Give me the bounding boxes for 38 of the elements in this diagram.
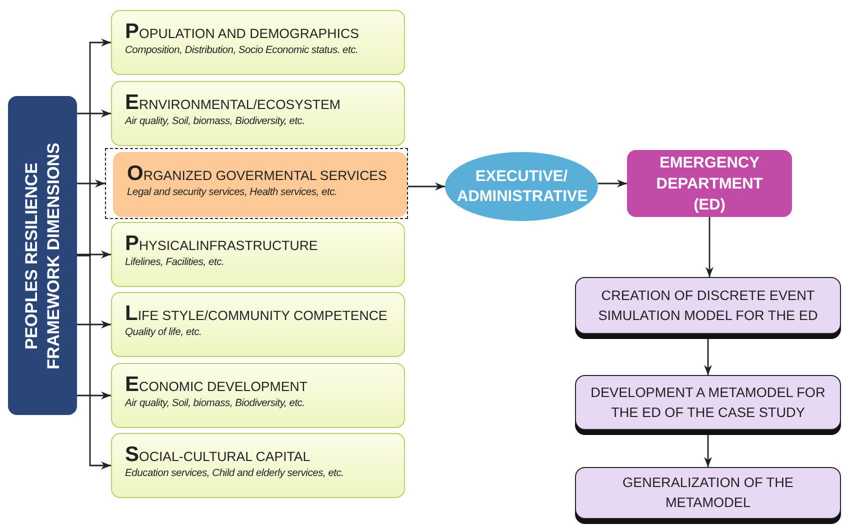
category-box	[111, 433, 405, 498]
arrow	[77, 180, 105, 188]
node-label: CREATION OF DISCRETE EVENT SIMULATION MODEL FOR THE ED	[597, 286, 819, 324]
panel-title: PEOPLES RESILIENCE FRAMEWORK DIMENSIONS	[20, 141, 64, 370]
category-examples: Legal and security services, Health services, etc.	[127, 187, 338, 198]
category-heading: ORGANIZED GOVERMENTAL SERVICES	[127, 162, 387, 186]
node-label: DEVELOPMENT A METAMODEL FOR THE ED OF THE CASE STUDY	[590, 384, 826, 422]
arrow	[77, 254, 111, 470]
ellipse-node	[445, 152, 598, 221]
category-heading: ERNVIRONMENTAL/ECOSYSTEM	[125, 91, 340, 115]
category-examples: Air quality, Soil, biomass, Biodiversity, etc.	[125, 398, 305, 409]
category-heading: PHYSICALINFRASTRUCTURE	[125, 232, 318, 256]
category-examples: Quality of life, etc.	[125, 327, 202, 338]
category-heading: POPULATION AND DEMOGRAPHICS	[125, 20, 359, 44]
arrow	[706, 217, 714, 277]
node-label: GENERALIZATION OF THE METAMODEL	[622, 474, 794, 512]
category-box	[111, 222, 405, 287]
node-label: EMERGENCY DEPARTMENT (ED)	[655, 153, 764, 215]
category-box	[111, 10, 405, 75]
category-examples: Air quality, Soil, biomass, Biodiversity, etc.	[125, 116, 305, 127]
category-heading: ECONOMIC DEVELOPMENT	[125, 373, 308, 397]
node-label: EXECUTIVE/ ADMINISTRATIVE	[456, 166, 589, 206]
category-box	[111, 363, 405, 428]
department-box	[627, 150, 792, 217]
category-examples: Composition, Distribution, Socio Economic status. etc.	[125, 45, 358, 56]
category-heading: LIFE STYLE/COMMUNITY COMPETENCE	[125, 302, 388, 326]
category-examples: Lifelines, Facilities, etc.	[125, 257, 224, 268]
arrow	[408, 182, 445, 190]
category-heading: SOCIAL-CULTURAL CAPITAL	[125, 443, 310, 467]
category-examples: Education services, Child and elderly services, etc.	[125, 468, 344, 479]
title-panel	[8, 96, 77, 415]
category-box	[111, 292, 405, 357]
arrow	[77, 110, 111, 118]
arrow	[77, 250, 111, 258]
arrow	[598, 180, 627, 188]
category-box	[111, 81, 405, 146]
arrow	[77, 392, 111, 400]
arrow	[77, 320, 111, 328]
